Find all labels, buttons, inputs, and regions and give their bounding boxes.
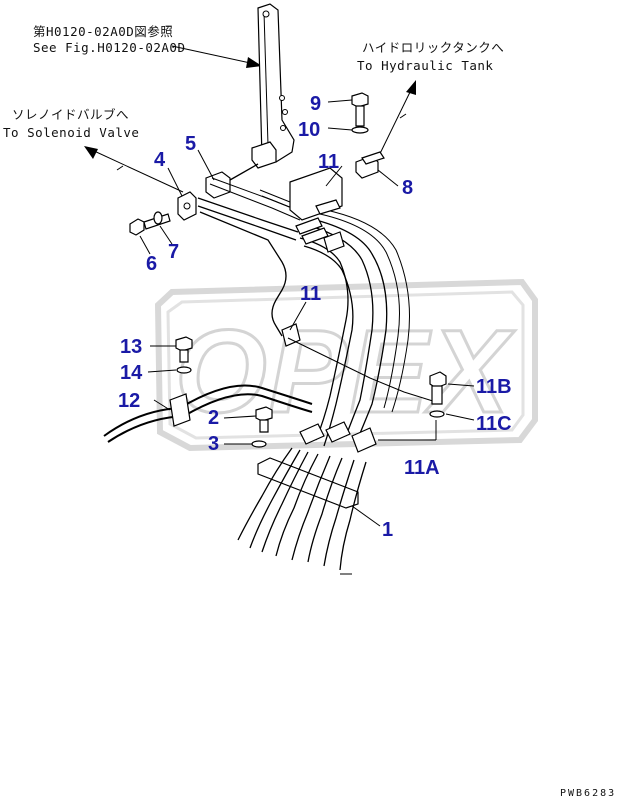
callout-9: 9 [310, 93, 321, 115]
callout-11a: 11A [404, 457, 440, 479]
bolt-2 [255, 406, 273, 433]
callout-10: 10 [298, 119, 320, 141]
lower-bundle [237, 447, 367, 571]
callout-1: 1 [382, 519, 393, 541]
callout-14: 14 [120, 362, 143, 384]
bracket [251, 3, 295, 169]
fig-reference-jp: 第H0120-02A0D図参照 [33, 24, 173, 39]
fig-reference-en: See Fig.H0120-02A0D [33, 40, 186, 55]
fitting-8 [355, 151, 385, 179]
notes: 第H0120-02A0D図参照 See Fig.H0120-02A0D ハイドロ… [3, 24, 504, 140]
washer-7 [153, 211, 163, 225]
callout-7: 7 [168, 241, 179, 263]
callout-6: 6 [146, 253, 157, 275]
solenoid-note-jp: ソレノイドバルブへ [12, 107, 129, 122]
callout-11b: 11B [476, 376, 512, 398]
callouts: 9 10 5 4 11 8 6 7 11 13 14 12 2 3 11B 11… [118, 93, 512, 541]
clamp-11-mid [281, 323, 437, 403]
bolt-11b [429, 371, 447, 405]
callout-3: 3 [208, 433, 219, 455]
callout-5: 5 [185, 133, 196, 155]
washer-14 [176, 366, 192, 374]
leader-lines [139, 99, 475, 527]
callout-12: 12 [118, 390, 140, 412]
callout-2: 2 [208, 407, 219, 429]
callout-11-upper: 11 [318, 151, 339, 173]
washer-11c [429, 410, 445, 418]
fittings-11a [299, 420, 437, 453]
tank-note-en: To Hydraulic Tank [357, 58, 493, 73]
tank-note-jp: ハイドロリックタンクへ [362, 40, 504, 55]
bolt-9 [351, 92, 369, 127]
washer-10 [351, 126, 369, 134]
callout-13: 13 [120, 336, 142, 358]
drawing-code: PWB6283 [560, 788, 616, 799]
hose-harness [197, 167, 410, 447]
washer-3 [251, 440, 267, 448]
bolt-13 [175, 336, 193, 363]
callout-4: 4 [154, 149, 166, 171]
callout-11c: 11C [476, 413, 512, 435]
clamp-4 [177, 191, 197, 221]
solenoid-note-en: To Solenoid Valve [3, 125, 139, 140]
note-arrows [84, 45, 416, 193]
callout-11-mid: 11 [300, 283, 321, 305]
callout-8: 8 [402, 177, 413, 199]
left-pipe [103, 384, 313, 443]
